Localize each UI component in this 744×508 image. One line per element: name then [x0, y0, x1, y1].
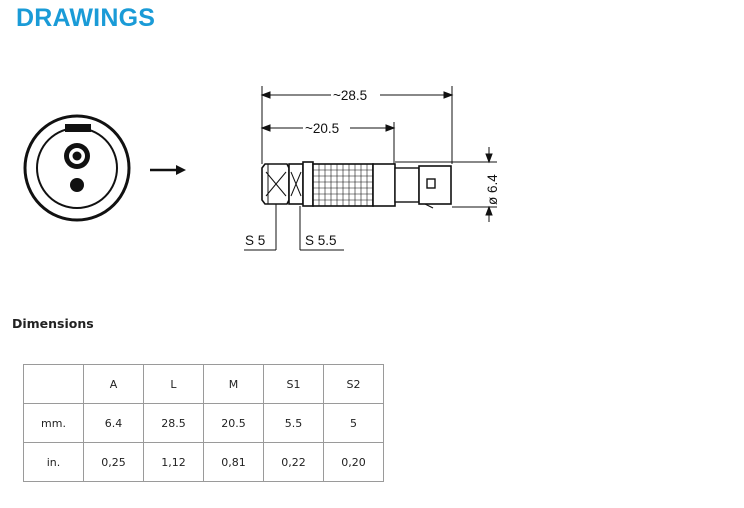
diameter-label: ø 6.4: [485, 174, 500, 205]
wrench-size-s55-label: S 5.5: [305, 233, 337, 248]
dimensions-heading: Dimensions: [12, 316, 94, 331]
overall-length-label: ~28.5: [333, 88, 367, 103]
table-header-cell: [23, 364, 84, 404]
page-title: DRAWINGS: [16, 4, 156, 32]
table-cell: 0,20: [323, 442, 384, 482]
table-header-cell: S2: [323, 364, 384, 404]
table-cell: 28.5: [143, 403, 204, 443]
table-cell: 0,22: [263, 442, 324, 482]
table-row-unit: mm.: [23, 403, 84, 443]
technical-drawing: ~28.5 ~20.5 ø 6.4 S 5 S 5.5: [23, 86, 500, 251]
connector-side-view: [261, 161, 452, 209]
table-row: mm. 6.4 28.5 20.5 5.5 5: [23, 403, 384, 443]
table-cell: 20.5: [203, 403, 264, 443]
table-cell: 5: [323, 403, 384, 443]
body-length-label: ~20.5: [305, 121, 339, 136]
table-cell: 5.5: [263, 403, 324, 443]
view-direction-arrow: [150, 165, 186, 175]
table-header-row: A L M S1 S2: [23, 364, 384, 404]
table-row-unit: in.: [23, 442, 84, 482]
table-header-cell: A: [83, 364, 144, 404]
connector-front-view: [23, 114, 131, 222]
table-row: in. 0,25 1,12 0,81 0,22 0,20: [23, 442, 384, 482]
table-header-cell: M: [203, 364, 264, 404]
table-header-cell: L: [143, 364, 204, 404]
wrench-size-s5-label: S 5: [245, 233, 265, 248]
table-cell: 6.4: [83, 403, 144, 443]
table-cell: 1,12: [143, 442, 204, 482]
dimensions-table: A L M S1 S2 mm. 6.4 28.5 20.5 5.5 5 in. …: [23, 364, 384, 482]
dimension-lines: [244, 86, 497, 251]
table-header-cell: S1: [263, 364, 324, 404]
table-cell: 0,81: [203, 442, 264, 482]
table-cell: 0,25: [83, 442, 144, 482]
